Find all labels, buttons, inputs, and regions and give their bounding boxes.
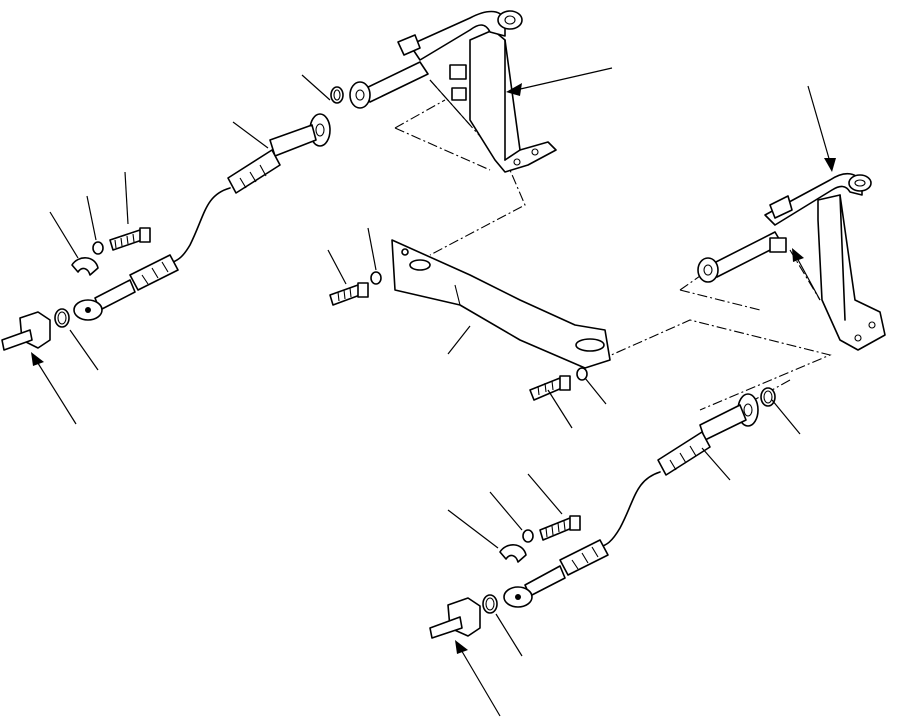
leader-lines (31, 67, 836, 717)
lower-control-cable (503, 393, 759, 608)
upper-control-cable (73, 113, 331, 321)
hardware-center (329, 86, 776, 407)
hardware-lower (429, 515, 581, 639)
upper-pedal-bracket (349, 10, 557, 173)
connecting-link-plate (391, 239, 611, 369)
right-pedal-bracket (697, 172, 886, 351)
hardware-upper-left (1, 227, 151, 351)
